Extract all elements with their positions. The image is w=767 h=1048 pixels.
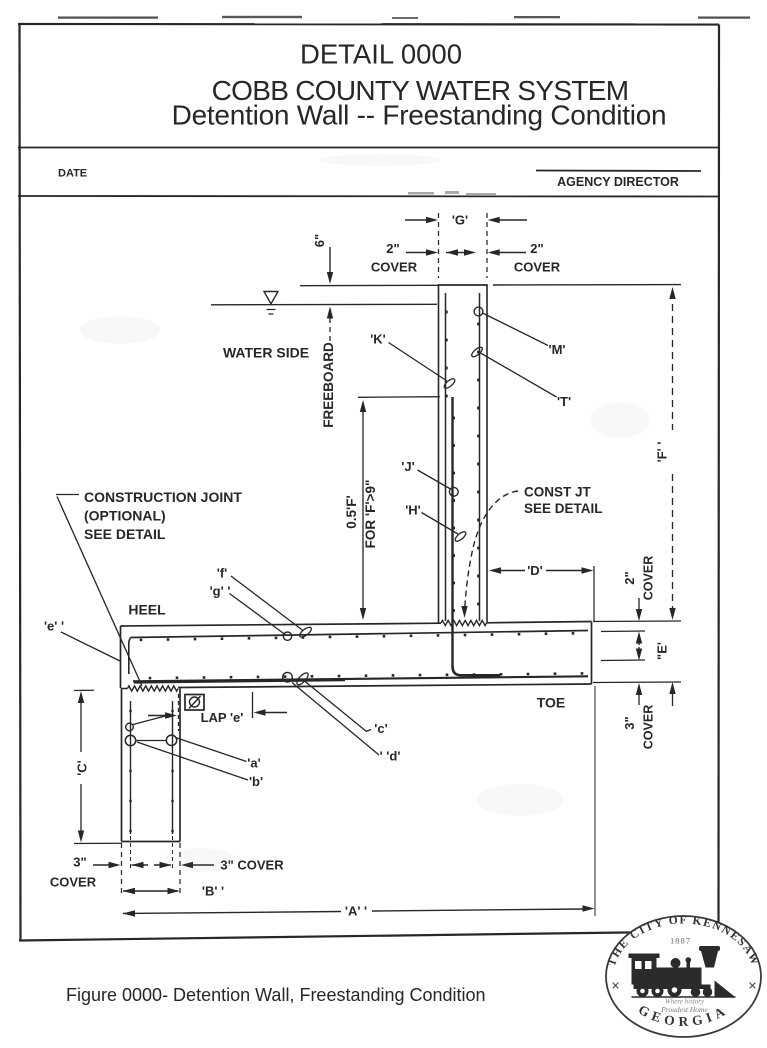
- svg-text:HEEL: HEEL: [128, 602, 166, 618]
- svg-text:'J': 'J': [401, 459, 414, 474]
- svg-text:'D': 'D': [527, 563, 543, 578]
- svg-text:2": 2": [386, 241, 399, 256]
- svg-text:'C': 'C': [75, 760, 90, 776]
- svg-text:SEE DETAIL: SEE DETAIL: [84, 526, 166, 542]
- svg-text:Where history: Where history: [665, 998, 705, 1006]
- svg-text:✕: ✕: [748, 981, 757, 993]
- svg-text:'F' ': 'F' ': [655, 442, 670, 463]
- svg-text:2": 2": [622, 571, 637, 584]
- svg-text:' 'd': ' 'd': [380, 749, 401, 764]
- svg-text:Detention Wall -- Freestandin: Detention Wall -- Freestanding Condition: [172, 100, 667, 131]
- svg-text:(OPTIONAL): (OPTIONAL): [84, 508, 166, 524]
- svg-text:'G': 'G': [452, 213, 468, 228]
- svg-text:2": 2": [530, 241, 543, 256]
- svg-text:SEE DETAIL: SEE DETAIL: [524, 501, 603, 516]
- svg-text:3": 3": [622, 716, 637, 729]
- svg-text:'M': 'M': [548, 342, 565, 357]
- svg-text:Figure 0000- Detention Wall,: Figure 0000- Detention Wall, Freestandin…: [66, 985, 486, 1005]
- svg-text:'c': 'c': [374, 721, 387, 736]
- svg-text:3": 3": [73, 855, 86, 870]
- svg-text:Proudest Home: Proudest Home: [660, 1005, 708, 1014]
- svg-text:CONSTRUCTION JOINT: CONSTRUCTION JOINT: [84, 489, 242, 505]
- svg-text:TOE: TOE: [537, 695, 566, 711]
- svg-text:6": 6": [312, 234, 327, 247]
- svg-text:'b': 'b': [249, 774, 263, 789]
- svg-text:COVER: COVER: [642, 705, 656, 749]
- svg-text:COVER: COVER: [371, 260, 418, 275]
- svg-text:WATER SIDE: WATER SIDE: [223, 345, 309, 361]
- svg-text:"E': "E': [655, 642, 670, 660]
- svg-text:'A' ': 'A' ': [345, 904, 367, 919]
- svg-text:'a': 'a': [247, 756, 260, 771]
- svg-text:'K': 'K': [370, 332, 386, 347]
- svg-text:'H': 'H': [405, 503, 421, 518]
- svg-text:COVER: COVER: [50, 875, 97, 890]
- svg-text:'T': 'T': [557, 394, 571, 409]
- svg-text:'B' ': 'B' ': [202, 884, 224, 899]
- svg-text:1887: 1887: [670, 936, 691, 946]
- svg-text:COVER: COVER: [514, 260, 561, 275]
- svg-text:FOR 'F'>9": FOR 'F'>9": [363, 480, 378, 549]
- svg-text:✕: ✕: [611, 981, 620, 993]
- svg-text:LAP 'e': LAP 'e': [201, 710, 244, 725]
- svg-text:'g' ': 'g' ': [210, 584, 231, 599]
- svg-text:3" COVER: 3" COVER: [220, 858, 284, 873]
- svg-text:COBB COUNTY WATER SYSTEM: COBB COUNTY WATER SYSTEM: [212, 75, 629, 106]
- svg-text:0.5'F': 0.5'F': [344, 495, 359, 528]
- svg-text:AGENCY DIRECTOR: AGENCY DIRECTOR: [557, 175, 679, 189]
- svg-text:COVER: COVER: [642, 556, 656, 600]
- svg-text:FREEBOARD: FREEBOARD: [321, 342, 336, 428]
- svg-text:'f': 'f': [217, 566, 228, 581]
- svg-text:'e' ': 'e' ': [44, 619, 64, 634]
- svg-text:CONST JT: CONST JT: [524, 485, 592, 500]
- svg-text:DATE: DATE: [58, 168, 87, 180]
- svg-text:DETAIL 0000: DETAIL 0000: [300, 39, 462, 70]
